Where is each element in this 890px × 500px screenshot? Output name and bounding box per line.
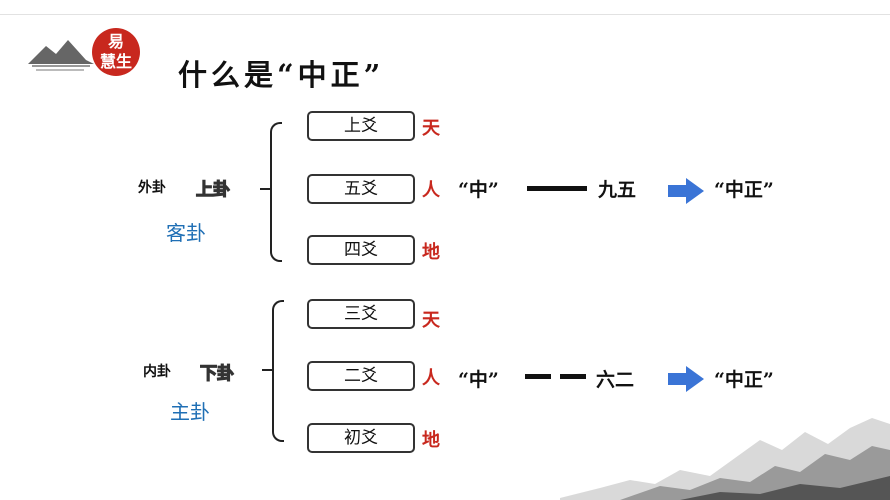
tag-earth-lower: 地 — [422, 430, 440, 451]
tag-heaven-lower: 天 — [422, 310, 440, 331]
yao-box-upper-3: 四爻 — [307, 235, 415, 265]
seal-line1: 易 — [107, 32, 124, 51]
tag-human-upper: 人 — [422, 180, 440, 201]
upper-bracket-tick — [260, 188, 270, 190]
upper-group-outline: 上卦 — [195, 179, 230, 200]
lower-result: “中正” — [714, 369, 774, 391]
yao-box-lower-3: 初爻 — [307, 423, 415, 453]
yao-box-lower-1: 三爻 — [307, 299, 415, 329]
yao-box-upper-1: 上爻 — [307, 111, 415, 141]
tag-earth-upper: 地 — [422, 242, 440, 263]
page-title: 什么是“中正” — [178, 58, 385, 92]
landscape-icon — [560, 418, 890, 500]
upper-middle-label: “中” — [458, 179, 499, 201]
upper-bracket — [270, 122, 282, 262]
lower-bracket-tick — [262, 369, 272, 371]
yin-line-left — [525, 374, 551, 379]
lower-middle-label: “中” — [458, 369, 499, 391]
tag-human-lower: 人 — [422, 368, 440, 389]
seal-stamp: 易 慧生 — [92, 28, 140, 76]
arrow-right-icon — [668, 366, 704, 392]
upper-group-alt: 客卦 — [166, 221, 206, 245]
lower-bracket — [272, 300, 284, 442]
lower-group-outline: 下卦 — [199, 363, 234, 384]
upper-result: “中正” — [714, 179, 774, 201]
mountain-icon — [28, 40, 94, 71]
yao-box-upper-2: 五爻 — [307, 174, 415, 204]
yao-box-lower-2: 二爻 — [307, 361, 415, 391]
lower-yao-name: 六二 — [596, 369, 635, 391]
lower-group-name: 内卦 — [143, 364, 171, 380]
upper-group-name: 外卦 — [138, 180, 166, 196]
yin-line-right — [560, 374, 586, 379]
top-divider — [0, 14, 890, 15]
arrow-right-icon — [668, 178, 704, 204]
lower-group-alt: 主卦 — [170, 400, 210, 424]
logo: 易 慧生 — [26, 28, 151, 84]
yang-line — [527, 186, 587, 191]
upper-yao-name: 九五 — [598, 179, 637, 201]
seal-line2: 慧生 — [99, 52, 132, 71]
tag-heaven-upper: 天 — [422, 118, 440, 139]
